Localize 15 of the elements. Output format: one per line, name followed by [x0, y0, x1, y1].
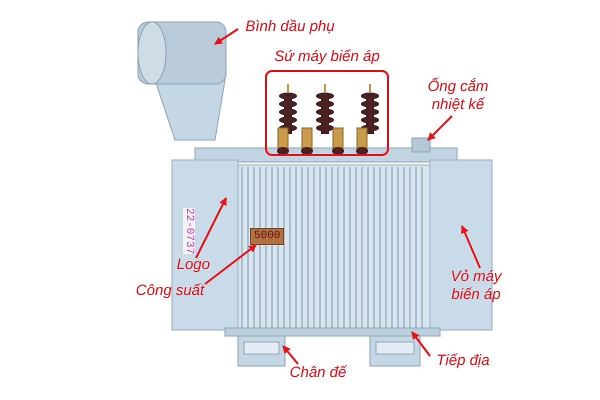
leader-arrow: [195, 197, 227, 258]
leader-arrow: [282, 345, 299, 365]
part-label: Sứ máy biến áp: [273, 48, 381, 66]
part-label: Chân đế: [283, 364, 353, 382]
rating-plate: 5000: [250, 228, 284, 245]
leader-arrow: [204, 244, 257, 285]
part-label: Bình dầu phụ: [240, 18, 340, 36]
part-label: Vỏ máy biến áp: [436, 268, 516, 304]
part-label: Ống cắm nhiệt kế: [418, 78, 498, 114]
serial-number: 22-0737: [183, 208, 195, 254]
part-label: Logo: [150, 256, 210, 274]
leader-arrow: [461, 225, 481, 268]
part-label: Tiếp địa: [428, 352, 498, 370]
part-label: Công suất: [130, 282, 210, 300]
leader-arrow: [427, 115, 453, 141]
